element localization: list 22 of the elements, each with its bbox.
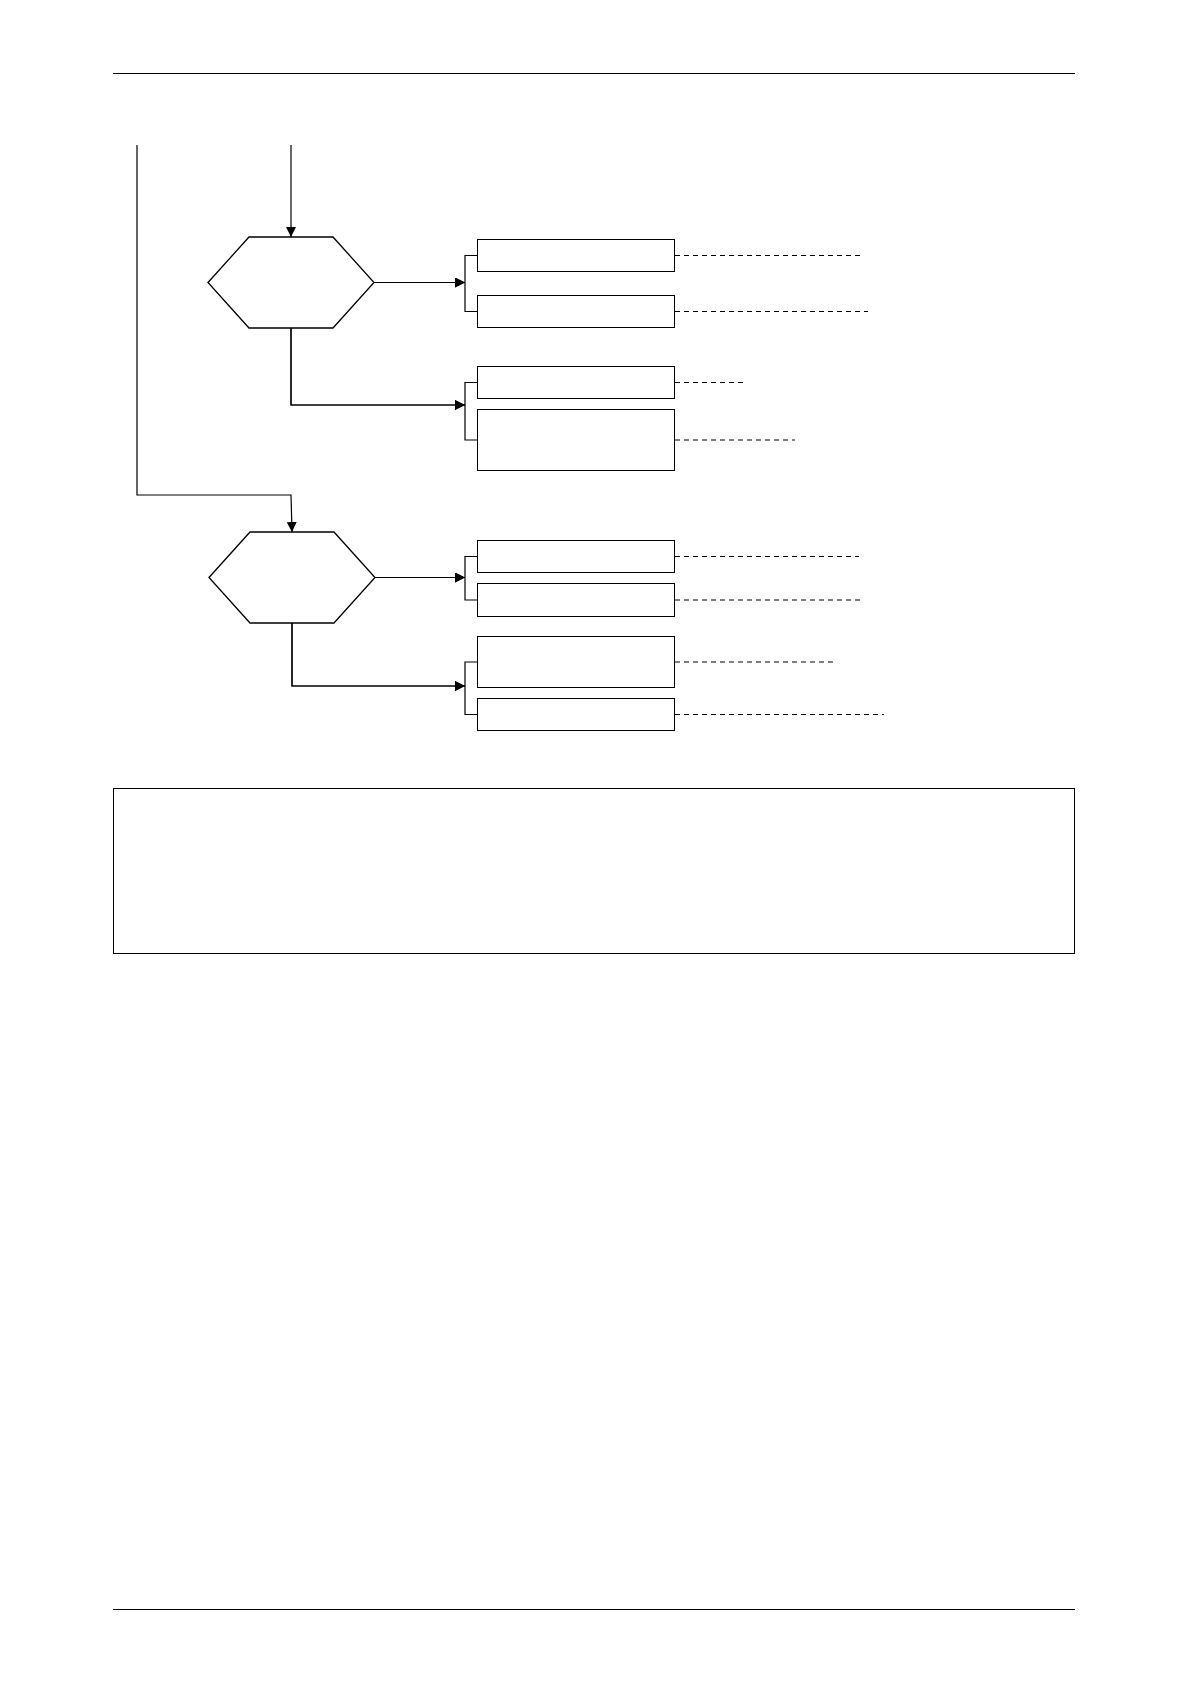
arrow	[136, 144, 297, 533]
dashed-line	[674, 310, 869, 313]
decision-hexagon	[209, 532, 375, 623]
decision-hexagon	[208, 237, 374, 328]
empty-box	[477, 366, 675, 399]
empty-box	[477, 239, 675, 272]
branching-arrow	[291, 622, 478, 716]
empty-box	[477, 583, 675, 617]
dashed-line	[674, 555, 860, 558]
arrow	[286, 144, 296, 238]
empty-box	[477, 698, 675, 731]
branching-arrow	[290, 327, 478, 441]
empty-box	[477, 540, 675, 573]
branching-arrow	[374, 572, 478, 601]
empty-box	[477, 636, 675, 688]
branching-arrow	[373, 277, 478, 313]
dashed-line	[674, 661, 836, 663]
empty-box	[477, 409, 675, 471]
dashed-line	[674, 439, 796, 441]
empty-box	[113, 788, 1075, 954]
dashed-line	[674, 713, 885, 716]
empty-box	[477, 295, 675, 328]
